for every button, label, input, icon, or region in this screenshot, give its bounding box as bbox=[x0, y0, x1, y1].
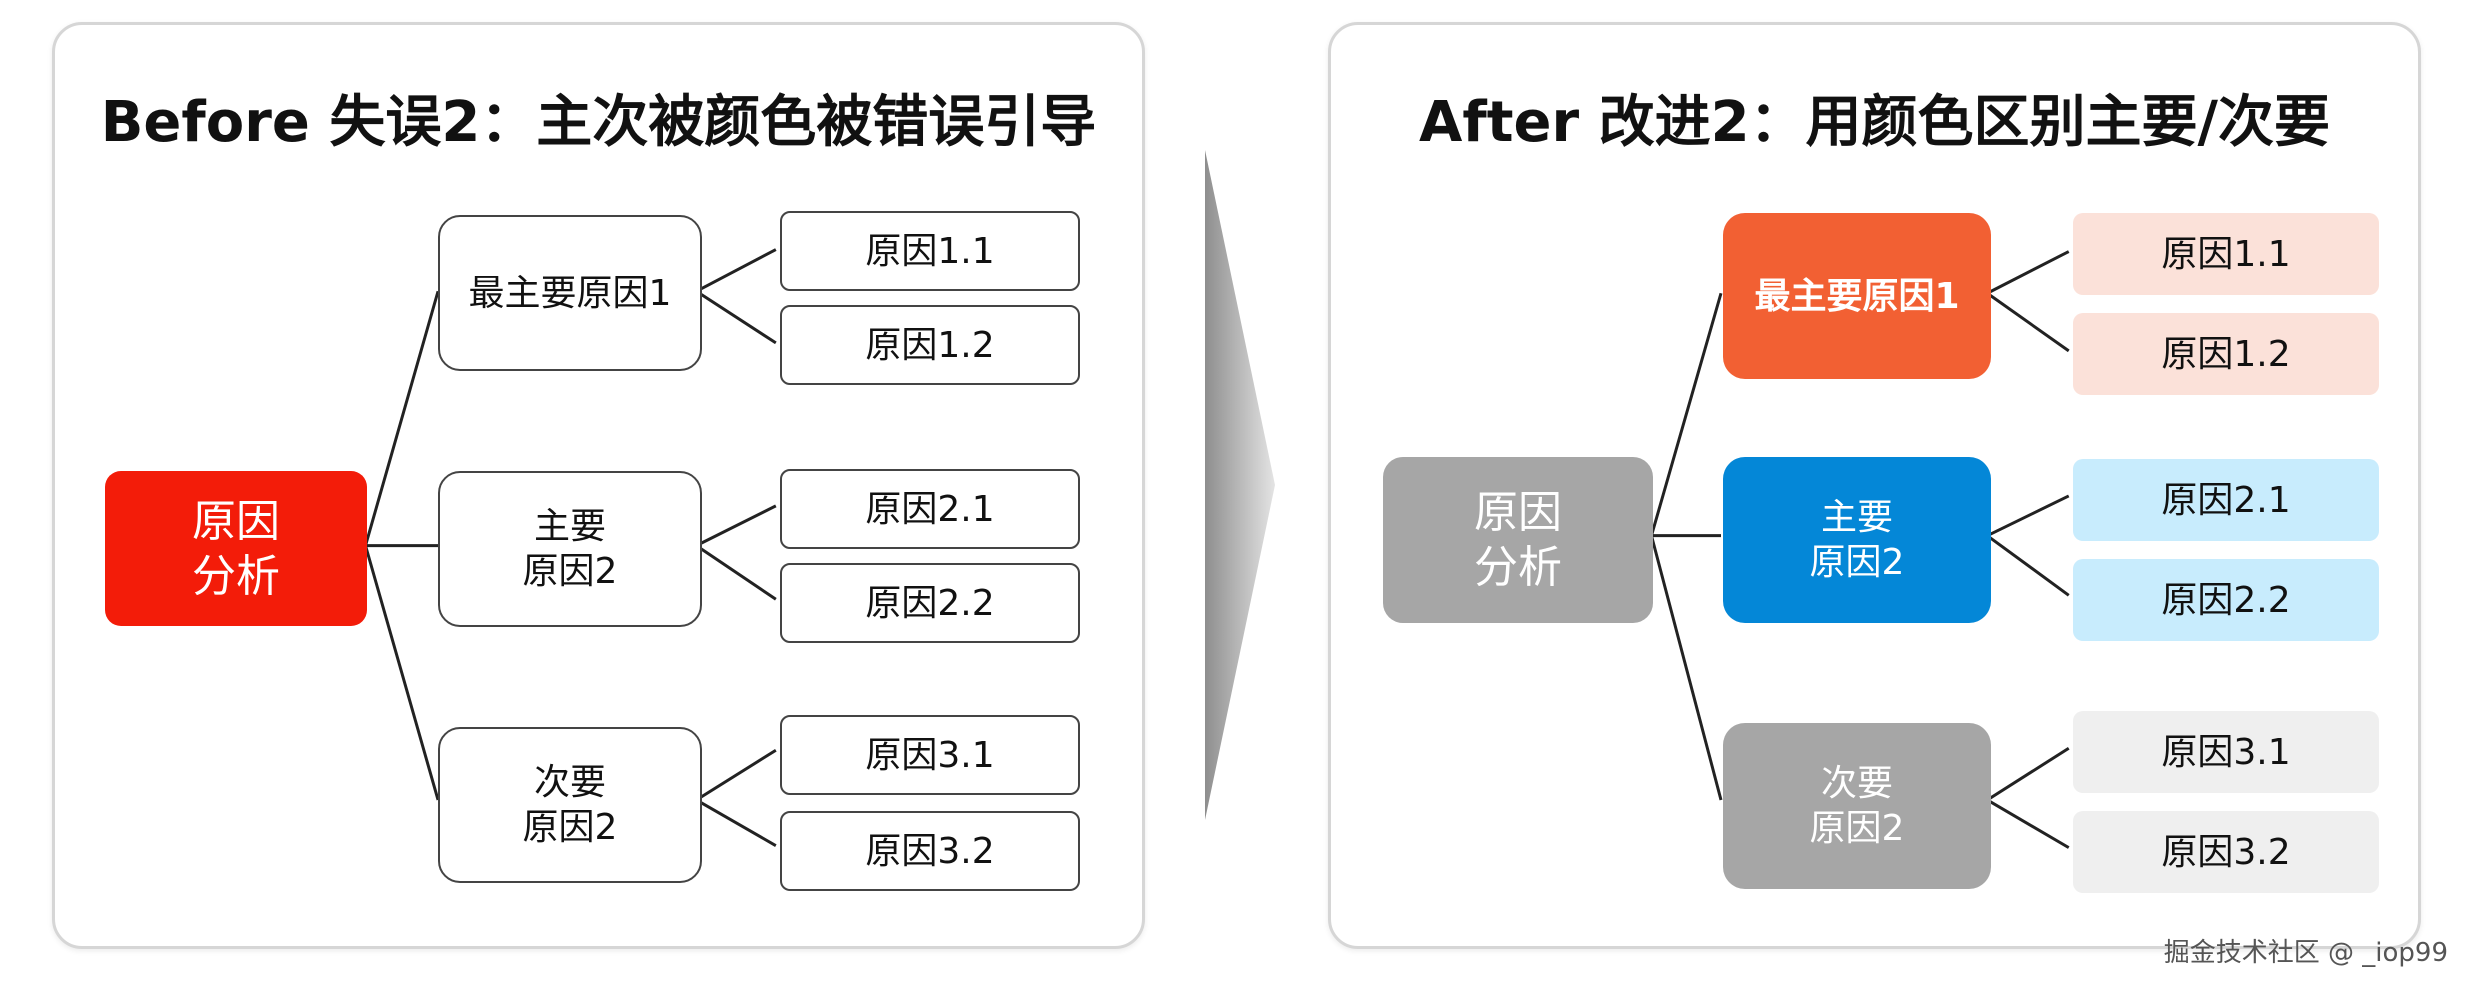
after-leaf-3-1: 原因3.1 bbox=[2073, 711, 2379, 793]
after-group-3: 次要 原因2 bbox=[1723, 723, 1991, 889]
after-title: After 改进2：用颜色区别主要/次要 bbox=[1419, 90, 2330, 155]
before-group-1: 最主要原因1 bbox=[438, 215, 702, 371]
before-leaf-1-1: 原因1.1 bbox=[780, 211, 1080, 291]
after-root-node: 原因 分析 bbox=[1383, 457, 1653, 623]
before-leaf-2-2: 原因2.2 bbox=[780, 563, 1080, 643]
after-panel: After 改进2：用颜色区别主要/次要 原因 分析 最主要原因1 主要 原因2… bbox=[1328, 22, 2421, 949]
before-leaf-2-1: 原因2.1 bbox=[780, 469, 1080, 549]
watermark-text: 掘金技术社区 @ _iop99 bbox=[2163, 938, 2448, 968]
before-group-3: 次要 原因2 bbox=[438, 727, 702, 883]
before-leaf-3-2: 原因3.2 bbox=[780, 811, 1080, 891]
before-connectors bbox=[364, 248, 777, 847]
after-leaf-1-2: 原因1.2 bbox=[2073, 313, 2379, 395]
after-connectors bbox=[1650, 250, 2070, 849]
before-group-2: 主要 原因2 bbox=[438, 471, 702, 627]
after-leaf-2-2: 原因2.2 bbox=[2073, 559, 2379, 641]
after-leaf-1-1: 原因1.1 bbox=[2073, 213, 2379, 295]
before-root-node: 原因 分析 bbox=[105, 471, 367, 626]
after-group-1: 最主要原因1 bbox=[1723, 213, 1991, 379]
before-leaf-1-2: 原因1.2 bbox=[780, 305, 1080, 385]
before-leaf-3-1: 原因3.1 bbox=[780, 715, 1080, 795]
transition-arrow bbox=[1205, 150, 1275, 820]
after-leaf-2-1: 原因2.1 bbox=[2073, 459, 2379, 541]
after-leaf-3-2: 原因3.2 bbox=[2073, 811, 2379, 893]
before-panel: Before 失误2：主次被颜色被错误引导 原因 分析 最主要原因1 主要 原因… bbox=[52, 22, 1145, 949]
after-group-2: 主要 原因2 bbox=[1723, 457, 1991, 623]
before-title: Before 失误2：主次被颜色被错误引导 bbox=[100, 90, 1097, 155]
